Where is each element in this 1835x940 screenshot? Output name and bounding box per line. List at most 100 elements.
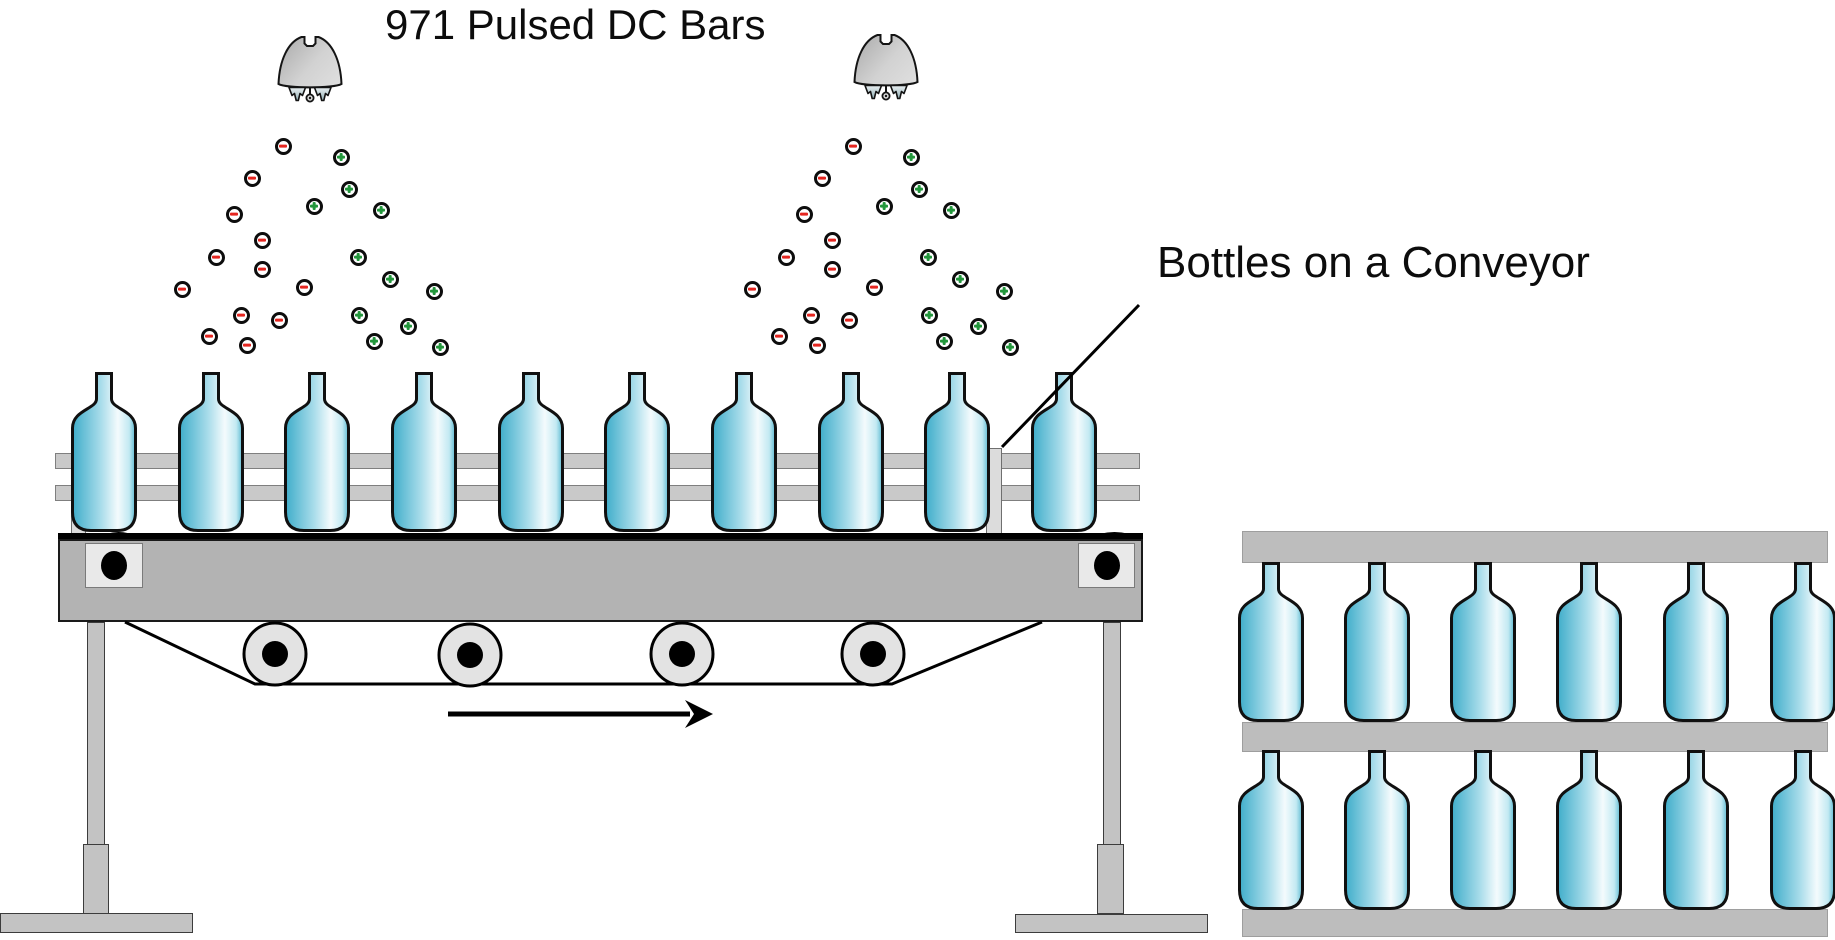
negative-ion [865, 278, 883, 296]
rack-bottle [1770, 750, 1835, 910]
conveyor-leg-upper [1103, 622, 1121, 846]
negative-ion [253, 260, 271, 278]
positive-ion [995, 282, 1013, 300]
bottle-graphic [818, 372, 884, 532]
negative-ion [295, 278, 313, 296]
positive-ion [305, 197, 323, 215]
positive-ion [349, 248, 367, 266]
negative-ion [238, 336, 256, 354]
bottle-graphic [1450, 750, 1516, 910]
conveyor-bottle [284, 372, 350, 532]
positive-ion [910, 180, 928, 198]
rack-bottle [1663, 562, 1729, 722]
negative-ion [802, 306, 820, 324]
rack-bottle [1556, 750, 1622, 910]
roller-hub [669, 641, 695, 667]
positive-ion [350, 306, 368, 324]
positive-ion [942, 201, 960, 219]
conveyor-bottle [498, 372, 564, 532]
negative-ion [795, 205, 813, 223]
conveyor-annotation-label: Bottles on a Conveyor [1157, 238, 1590, 287]
ionizer-bar-graphic [277, 36, 343, 103]
positive-ion [425, 282, 443, 300]
positive-ion [372, 201, 390, 219]
page-title: 971 Pulsed DC Bars [385, 1, 766, 48]
negative-ion [823, 260, 841, 278]
positive-ion [875, 197, 893, 215]
negative-ion [253, 231, 271, 249]
belt-roller [649, 621, 715, 687]
bottle-graphic [924, 372, 990, 532]
bottle-graphic [1663, 750, 1729, 910]
bottle-graphic [1238, 562, 1304, 722]
negative-ion [207, 248, 225, 266]
negative-ion [232, 306, 250, 324]
conveyor-leg-lower [83, 844, 109, 914]
negative-ion [777, 248, 795, 266]
rack-shelf-bar [1242, 722, 1828, 752]
negative-ion [274, 137, 292, 155]
bottle-graphic [711, 372, 777, 532]
positive-ion [1001, 338, 1019, 356]
negative-ion [840, 311, 858, 329]
belt-roller [242, 621, 308, 687]
positive-ion [431, 338, 449, 356]
bottle-graphic [1031, 372, 1097, 532]
bottle-graphic [604, 372, 670, 532]
negative-ion [808, 336, 826, 354]
rack-shelf-bar [1242, 531, 1828, 563]
bottle-graphic [498, 372, 564, 532]
bottle-graphic [1770, 750, 1835, 910]
positive-ion [340, 180, 358, 198]
roller-hub [457, 642, 483, 668]
roller-hub [262, 641, 288, 667]
rack-shelf-bar [1242, 909, 1828, 937]
positive-ion [920, 306, 938, 324]
bottle-graphic [1556, 562, 1622, 722]
negative-ion [743, 280, 761, 298]
conveyor-bottle [178, 372, 244, 532]
pulsed-dc-ionizer-bar [277, 33, 343, 103]
conveyor-bottle [391, 372, 457, 532]
rack-bottle [1663, 750, 1729, 910]
negative-ion [770, 327, 788, 345]
positive-ion [365, 332, 383, 350]
belt-return-path [124, 620, 1043, 686]
rack-bottle [1344, 750, 1410, 910]
belt-roller [840, 621, 906, 687]
bottle-graphic [391, 372, 457, 532]
negative-ion [225, 205, 243, 223]
conveyor-bottle [71, 372, 137, 532]
rack-bottle [1344, 562, 1410, 722]
conveyor-bottle [818, 372, 884, 532]
bottle-graphic [1450, 562, 1516, 722]
conveyor-belt-top [58, 533, 1143, 539]
end-pulley-bearing [85, 543, 143, 588]
ionizer-bar-graphic [853, 34, 919, 101]
rack-bottle [1770, 562, 1835, 722]
rack-bottle [1238, 750, 1304, 910]
pulley-hub [101, 551, 127, 580]
positive-ion [935, 332, 953, 350]
conveyor-bottle [924, 372, 990, 532]
negative-ion [844, 137, 862, 155]
negative-ion [200, 327, 218, 345]
rack-bottle [1556, 562, 1622, 722]
conveyor-bottle [711, 372, 777, 532]
conveyor-bottle [1031, 372, 1097, 532]
rack-bottle [1450, 562, 1516, 722]
rack-bottle [1238, 562, 1304, 722]
rack-bottle [1450, 750, 1516, 910]
end-pulley-bearing [1078, 543, 1135, 588]
belt-roller [437, 622, 503, 688]
positive-ion [399, 317, 417, 335]
bottle-graphic [1663, 562, 1729, 722]
positive-ion [951, 270, 969, 288]
positive-ion [381, 270, 399, 288]
conveyor-leg-upper [87, 622, 105, 846]
direction-arrow-head [685, 700, 713, 728]
positive-ion [902, 148, 920, 166]
positive-ion [919, 248, 937, 266]
